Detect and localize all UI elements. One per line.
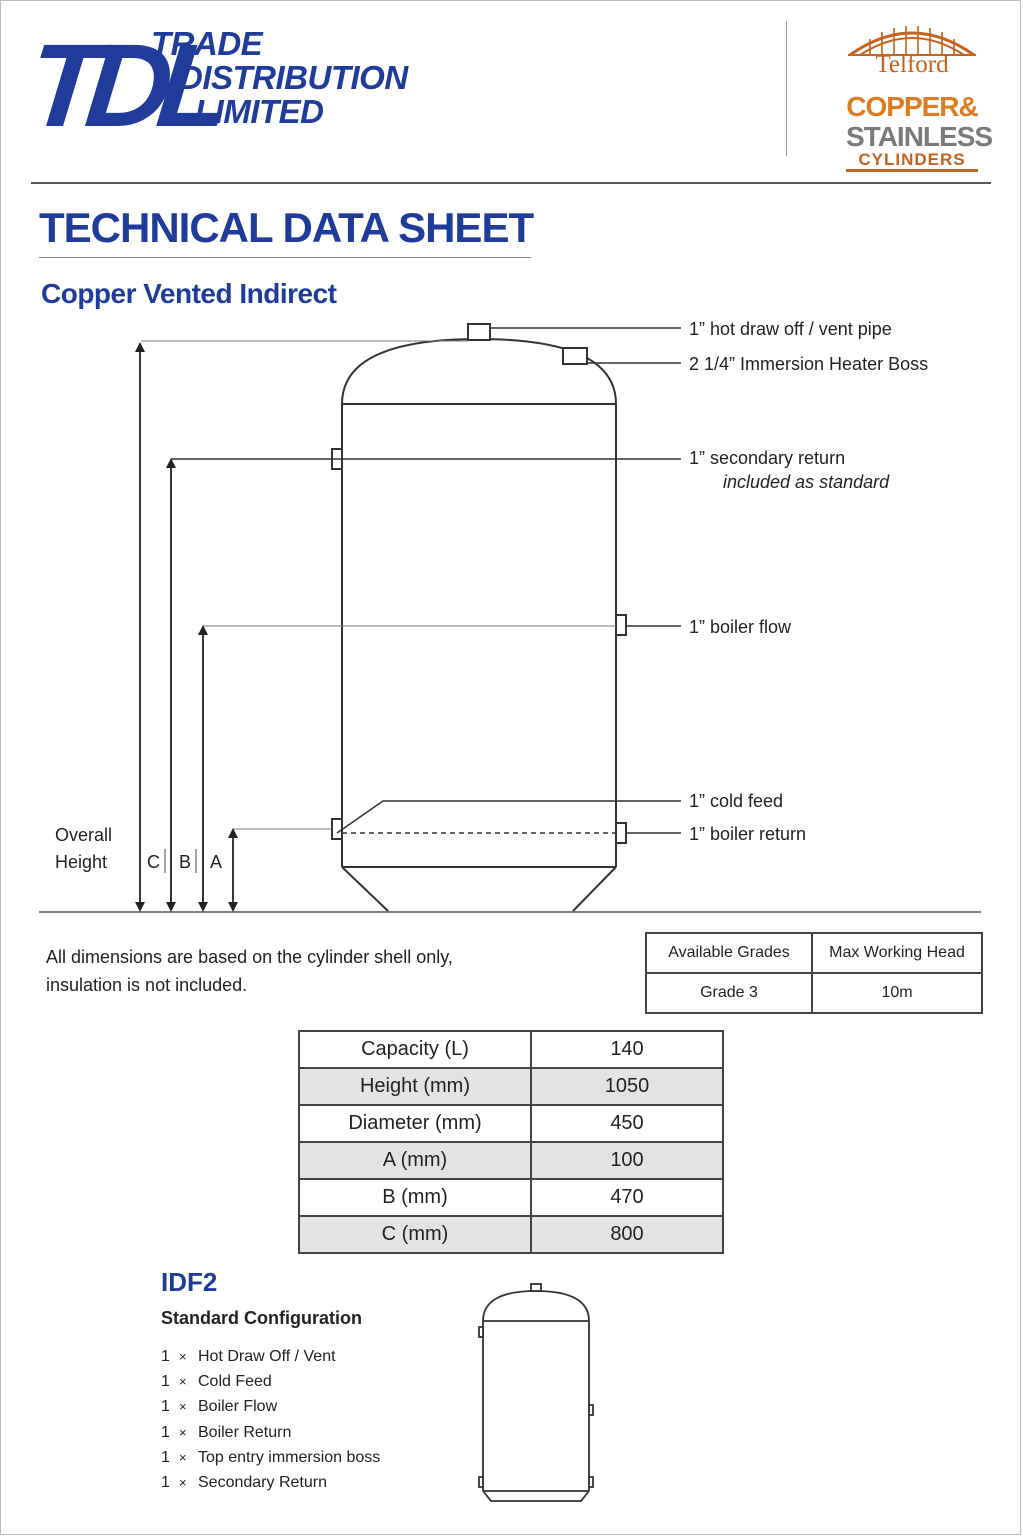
note-line-2: insulation is not included. xyxy=(46,975,248,995)
list-item: 1 × Top entry immersion boss xyxy=(161,1445,380,1470)
callout-immersion: 2 1/4” Immersion Heater Boss xyxy=(689,354,928,374)
config-title: Standard Configuration xyxy=(161,1308,362,1328)
table-row: A (mm)100 xyxy=(298,1141,724,1180)
note-line-1: All dimensions are based on the cylinder… xyxy=(46,947,453,967)
spec-label: Height (mm) xyxy=(298,1067,532,1106)
spec-label: A (mm) xyxy=(298,1141,532,1180)
telford-logo: Telford COPPER& STAINLESS CYLINDERS xyxy=(846,17,993,172)
grades-value-cell: Grade 3 xyxy=(645,972,813,1014)
tdl-logo-line-2: DISTRIBUTION xyxy=(179,59,408,96)
telford-copper: COPPER& xyxy=(846,91,978,122)
item-name: Boiler Flow xyxy=(198,1398,278,1416)
tdl-logo-line-1: TRADE xyxy=(151,25,263,62)
multiply-icon: × xyxy=(179,1349,187,1364)
table-row: C (mm)800 xyxy=(298,1215,724,1254)
spec-label: Capacity (L) xyxy=(298,1030,532,1069)
multiply-icon: × xyxy=(179,1374,187,1390)
item-name: Hot Draw Off / Vent xyxy=(198,1348,336,1365)
cylinder-diagram: 1” hot draw off / vent pipe 2 1/4” Immer… xyxy=(39,319,981,913)
table-row: Capacity (L)140 xyxy=(298,1030,724,1069)
list-item: 1 × Secondary Return xyxy=(161,1470,380,1495)
telford-underline xyxy=(846,169,978,172)
callout-secondary-note: included as standard xyxy=(723,472,890,492)
list-item: 1 × Hot Draw Off / Vent xyxy=(161,1344,380,1369)
bridge-arch-icon xyxy=(848,26,976,57)
callout-boiler-return: 1” boiler return xyxy=(689,824,806,844)
tdl-logo-line-3: LIMITED xyxy=(195,93,324,130)
item-name: Secondary Return xyxy=(198,1474,327,1492)
grades-header-row: Available Grades Max Working Head xyxy=(645,932,983,974)
cylinder-base xyxy=(341,866,617,912)
telford-stainless: STAINLESS xyxy=(846,121,993,152)
list-item: 1 × Cold Feed xyxy=(161,1369,380,1394)
overall-label-line2: Height xyxy=(55,852,107,872)
dimensions-note: All dimensions are based on the cylinder… xyxy=(46,943,516,999)
grades-header-cell: Max Working Head xyxy=(811,932,983,974)
page-subtitle: Copper Vented Indirect xyxy=(41,278,337,309)
grades-table: Available Grades Max Working Head Grade … xyxy=(645,932,983,1014)
multiply-icon: × xyxy=(179,1475,187,1491)
item-name: Cold Feed xyxy=(198,1373,272,1391)
spec-label: Diameter (mm) xyxy=(298,1104,532,1143)
item-qty: 1 xyxy=(161,1474,170,1492)
item-name: Boiler Return xyxy=(198,1423,292,1441)
callout-boiler-flow: 1” boiler flow xyxy=(689,617,792,637)
table-row: Height (mm)1050 xyxy=(298,1067,724,1106)
table-row: Diameter (mm)450 xyxy=(298,1104,724,1143)
header-divider xyxy=(786,21,787,156)
callout-cold-feed: 1” cold feed xyxy=(689,791,783,811)
grades-value-cell: 10m xyxy=(811,972,983,1014)
overall-label-line1: Overall xyxy=(55,825,112,845)
item-qty: 1 xyxy=(161,1348,170,1365)
config-cylinder-icon xyxy=(478,1283,594,1502)
multiply-icon: × xyxy=(179,1449,187,1465)
spec-value: 140 xyxy=(530,1030,724,1069)
spec-label: C (mm) xyxy=(298,1215,532,1254)
config-code: IDF2 xyxy=(161,1267,218,1297)
spec-value: 100 xyxy=(530,1141,724,1180)
cylinder-shell xyxy=(341,337,617,867)
multiply-icon: × xyxy=(179,1399,187,1415)
spec-value: 800 xyxy=(530,1215,724,1254)
list-item: 1 × Boiler Flow xyxy=(161,1394,380,1419)
title-underline xyxy=(39,257,531,258)
telford-wordmark: Telford xyxy=(875,51,949,78)
table-row: B (mm)470 xyxy=(298,1178,724,1217)
spec-label: B (mm) xyxy=(298,1178,532,1217)
spec-table: Capacity (L)140 Height (mm)1050 Diameter… xyxy=(298,1030,724,1254)
config-list: 1 × Hot Draw Off / Vent 1 × Cold Feed 1 × Boil… xyxy=(161,1344,380,1495)
multiply-icon: × xyxy=(179,1424,187,1440)
item-name: Top entry immersion boss xyxy=(198,1448,381,1466)
dim-c-label: C xyxy=(147,852,160,872)
telford-cylinders: CYLINDERS xyxy=(858,150,966,169)
spec-value: 470 xyxy=(530,1178,724,1217)
item-qty: 1 xyxy=(161,1448,170,1466)
callout-secondary-return: 1” secondary return xyxy=(689,448,845,468)
dim-b-label: B xyxy=(179,852,191,872)
spec-value: 450 xyxy=(530,1104,724,1143)
grades-header-cell: Available Grades xyxy=(645,932,813,974)
item-qty: 1 xyxy=(161,1398,170,1416)
item-qty: 1 xyxy=(161,1423,170,1441)
page-title: TECHNICAL DATA SHEET xyxy=(39,204,534,251)
spec-value: 1050 xyxy=(530,1067,724,1106)
dim-a-label: A xyxy=(210,852,222,872)
callout-hot-draw: 1” hot draw off / vent pipe xyxy=(689,319,892,339)
header-rule xyxy=(31,182,991,184)
grades-value-row: Grade 3 10m xyxy=(645,972,983,1014)
item-qty: 1 xyxy=(161,1373,170,1391)
list-item: 1 × Boiler Return xyxy=(161,1420,380,1445)
